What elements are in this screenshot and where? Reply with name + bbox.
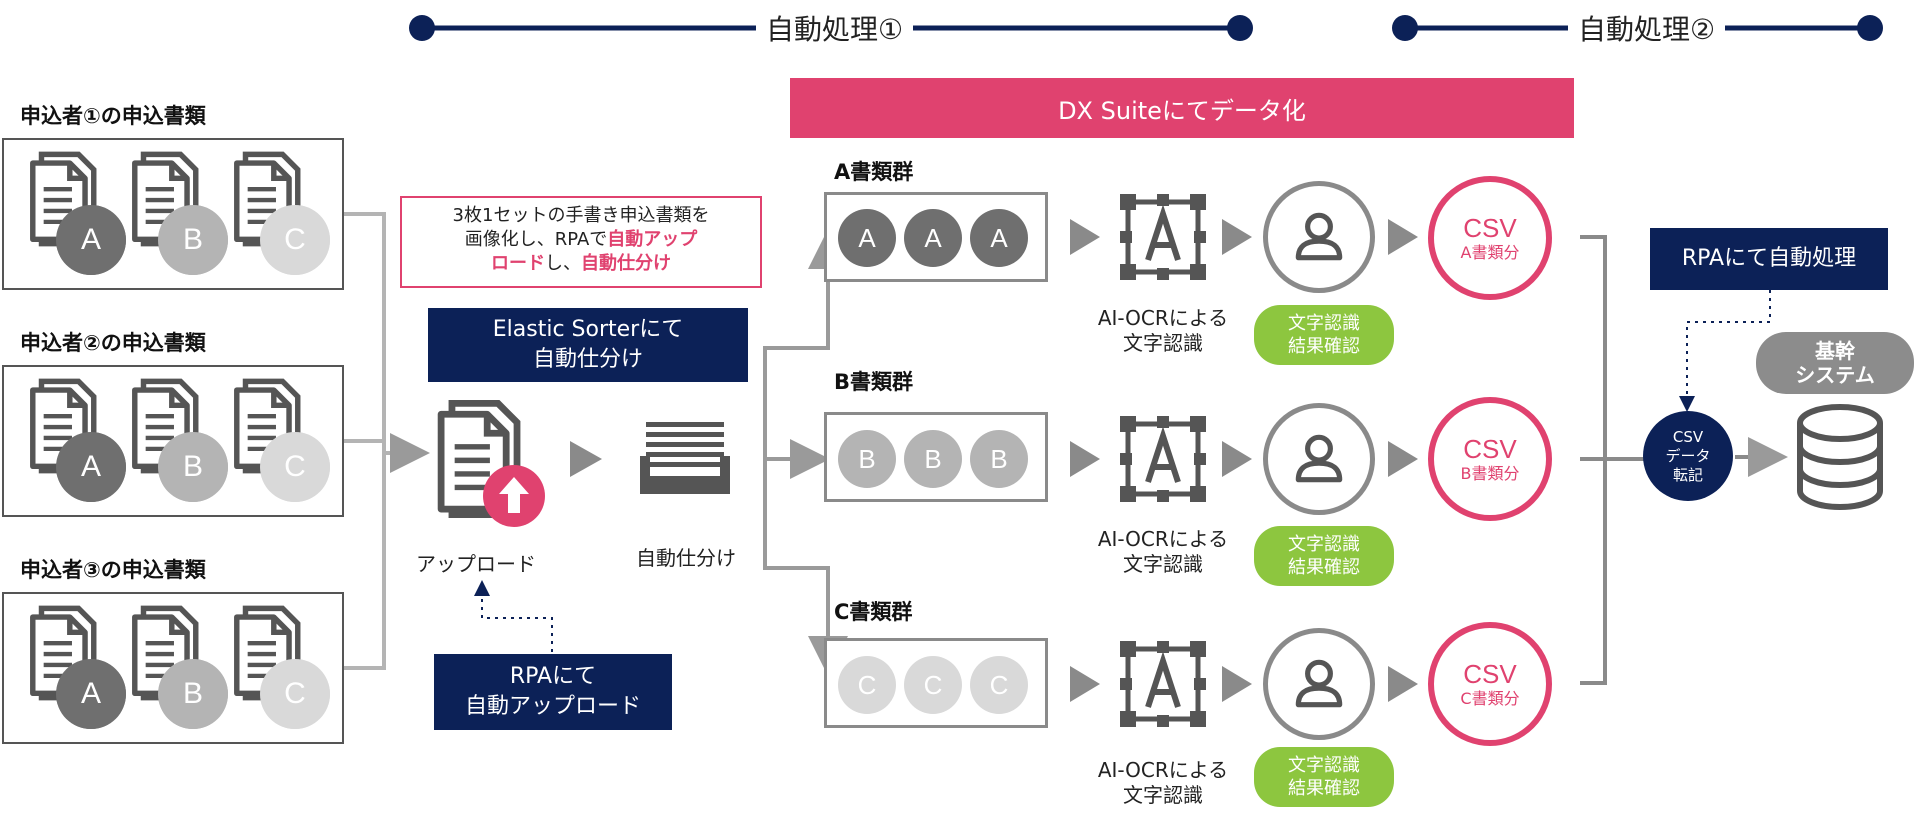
auto2-label: 自動処理② — [1568, 8, 1726, 48]
group-b-check-badge: 文字認識結果確認 — [1254, 526, 1394, 586]
arrow-right-icon — [1070, 441, 1100, 477]
applicant3-title: 申込者③の申込書類 — [20, 558, 206, 582]
group-c-title: C書類群 — [834, 600, 913, 624]
arrow-right-icon — [1222, 219, 1252, 255]
group-c-badge: C — [838, 656, 896, 714]
group-c-badge: C — [970, 656, 1028, 714]
upload-icon — [483, 465, 545, 527]
doc-badge-c: C — [260, 432, 330, 502]
arrow-right-icon — [1388, 441, 1418, 477]
arrow-right-icon — [1222, 441, 1252, 477]
group-a-check-badge: 文字認識結果確認 — [1254, 305, 1394, 365]
applicant1-title: 申込者①の申込書類 — [20, 104, 206, 128]
arrow-right-icon — [1388, 666, 1418, 702]
group-a-badge: A — [904, 209, 962, 267]
group-c-badge: C — [904, 656, 962, 714]
rpa-auto-box: RPAにて自動処理 — [1650, 228, 1888, 290]
dx-suite-banner: DX Suiteにてデータ化 — [790, 78, 1574, 138]
auto1-label: 自動処理① — [756, 8, 914, 48]
group-a-reviewer-ring — [1263, 181, 1375, 293]
group-c-check-badge: 文字認識結果確認 — [1254, 747, 1394, 807]
elastic-sorter-line2: 自動仕分け — [532, 347, 643, 372]
core-system-label: 基幹システム — [1756, 332, 1914, 394]
applicant2-title: 申込者②の申込書類 — [20, 331, 206, 355]
ocr-scan-icon — [1120, 194, 1206, 280]
group-b-title: B書類群 — [834, 370, 914, 394]
ocr-scan-icon — [1120, 416, 1206, 502]
rpa-upload-pointer — [474, 580, 553, 652]
elastic-sorter-box: Elastic Sorterにて 自動仕分け — [428, 308, 748, 382]
rpa-upload-box: RPAにて 自動アップロード — [434, 654, 672, 730]
inbox-tray-icon — [640, 422, 730, 494]
auto-sort-label: 自動仕分け — [636, 546, 736, 570]
arrow-right-icon — [570, 441, 602, 477]
group-b-badge: B — [970, 430, 1028, 488]
group-b-ocr-label: AI-OCRによる文字認識 — [1097, 527, 1229, 576]
group-c-reviewer-ring — [1263, 628, 1375, 740]
upload-label: アップロード — [416, 552, 536, 576]
database-icon — [1797, 404, 1883, 510]
doc-badge-a: A — [56, 432, 126, 502]
group-b-badge: B — [838, 430, 896, 488]
arrow-right-icon — [1070, 666, 1100, 702]
ocr-scan-icon — [1120, 641, 1206, 727]
callout-line2: 画像化し、RPAで自動アップ — [464, 229, 698, 250]
doc-badge-a: A — [56, 659, 126, 729]
rpa-upload-line1: RPAにて — [509, 664, 597, 689]
sorter-connectors — [763, 229, 848, 676]
doc-badge-b: B — [158, 205, 228, 275]
group-b-badge: B — [904, 430, 962, 488]
arrow-right-icon — [1388, 219, 1418, 255]
elastic-sorter-line1: Elastic Sorterにて — [492, 317, 684, 342]
group-a-title: A書類群 — [834, 160, 914, 184]
group-a-badge: A — [838, 209, 896, 267]
arrow-right-icon — [1070, 219, 1100, 255]
doc-badge-c: C — [260, 205, 330, 275]
group-c-ocr-label: AI-OCRによる文字認識 — [1097, 758, 1229, 807]
doc-badge-b: B — [158, 659, 228, 729]
group-a-ocr-label: AI-OCRによる文字認識 — [1097, 306, 1229, 355]
process-callout: 3枚1セットの手書き申込書類を 画像化し、RPAで自動アップ ロードし、自動仕分… — [400, 196, 762, 288]
callout-line1: 3枚1セットの手書き申込書類を — [452, 205, 710, 226]
arrow-right-icon — [1222, 666, 1252, 702]
doc-badge-b: B — [158, 432, 228, 502]
group-b-reviewer-ring — [1263, 403, 1375, 515]
group-a-badge: A — [970, 209, 1028, 267]
doc-badge-c: C — [260, 659, 330, 729]
doc-badge-a: A — [56, 205, 126, 275]
document-icon — [441, 403, 517, 514]
rpa-upload-line2: 自動アップロード — [464, 694, 641, 719]
callout-line3: ロードし、自動仕分け — [491, 253, 671, 274]
